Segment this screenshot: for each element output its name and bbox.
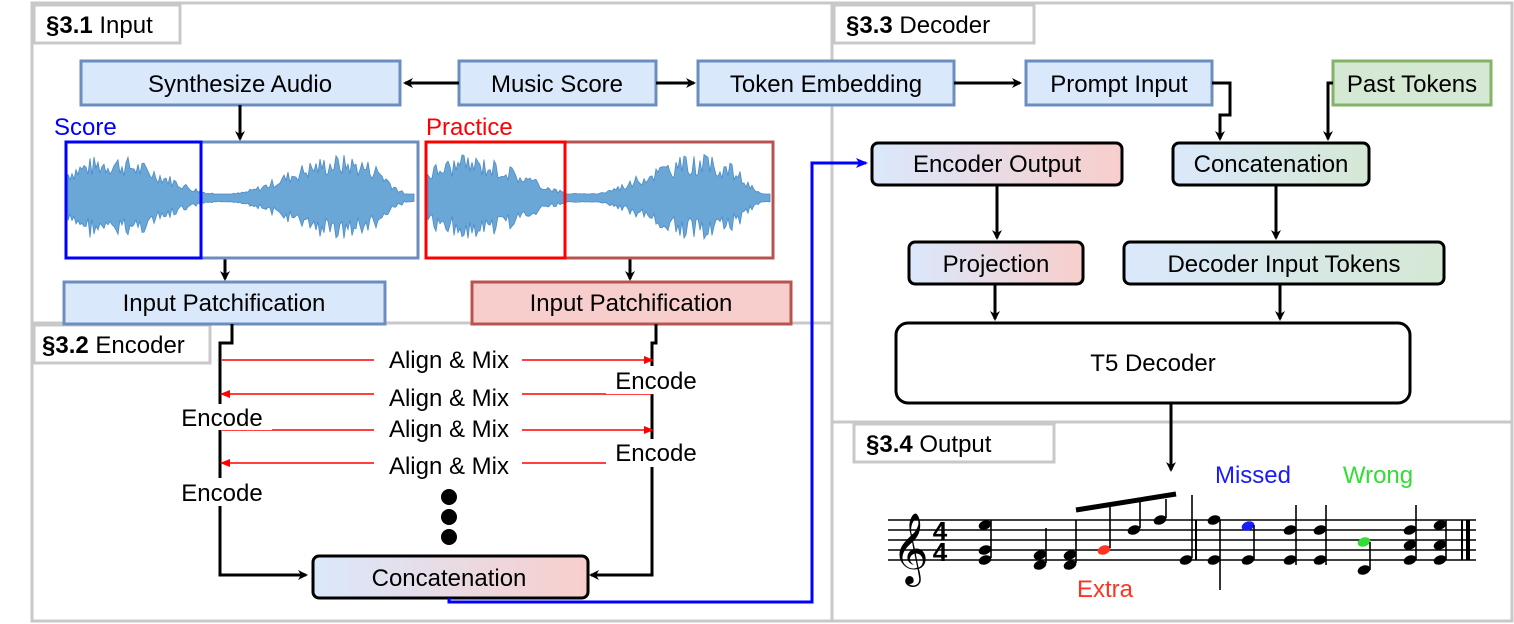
- right-panel: [830, 1, 1514, 623]
- encoder-streams: [218, 324, 658, 580]
- t5-decoder-box: T5 Decoder: [894, 321, 1412, 405]
- input-arrows: [220, 78, 1022, 281]
- svg-text:§3.1 Input: §3.1 Input: [46, 12, 153, 39]
- score-window: [64, 140, 203, 260]
- encoder-output-label: Encoder Output: [913, 151, 1081, 178]
- encoder-output-connector: [447, 158, 868, 604]
- wrong-note-head: [1357, 537, 1371, 547]
- encoder-concatenation-label: Concatenation: [372, 565, 527, 592]
- note-head: [1207, 555, 1221, 565]
- encode-labels: Encode Encode Encode Encode: [172, 366, 706, 507]
- note-beam: [1075, 491, 1177, 513]
- note-head: [1063, 550, 1077, 560]
- score-label: Score: [54, 114, 117, 141]
- missed-note-head: [1241, 521, 1255, 531]
- synthesize-audio-label: Synthesize Audio: [148, 71, 332, 98]
- past-tokens-label: Past Tokens: [1347, 71, 1477, 98]
- note-head: [1433, 555, 1447, 565]
- note-head: [1153, 515, 1167, 525]
- svg-text:§3.3 Decoder: §3.3 Decoder: [846, 12, 990, 39]
- practice-waveform-path: [427, 153, 771, 241]
- ellipsis-dots: [441, 489, 457, 545]
- note-head: [1313, 555, 1327, 565]
- decoder-input-tokens-label: Decoder Input Tokens: [1167, 251, 1400, 278]
- decoder-input-tokens-box: Decoder Input Tokens: [1122, 240, 1446, 286]
- time-signature-bottom: 4: [933, 537, 948, 567]
- extra-label: Extra: [1077, 576, 1134, 603]
- synthesize-audio-box: Synthesize Audio: [79, 59, 402, 107]
- t5-decoder-label: T5 Decoder: [1090, 350, 1215, 377]
- note-head: [978, 545, 992, 555]
- note-head: [1241, 555, 1255, 565]
- align-mix-label: Align & Mix: [389, 347, 509, 374]
- section-label-output: §3.4 Output: [852, 422, 1056, 464]
- treble-clef-icon: 𝄞: [892, 513, 929, 587]
- decoder-arrows: [990, 81, 1333, 472]
- svg-text:§3.4 Output: §3.4 Output: [866, 431, 992, 458]
- patchification-right-label: Input Patchification: [530, 290, 733, 317]
- projection-label: Projection: [943, 251, 1050, 278]
- align-mix-label: Align & Mix: [389, 416, 509, 443]
- wrong-label: Wrong: [1343, 462, 1413, 489]
- note-head: [1433, 520, 1447, 530]
- decoder-concatenation-box: Concatenation: [1171, 141, 1371, 187]
- note-head: [1207, 515, 1221, 525]
- practice-waveform: [424, 140, 775, 260]
- music-score-label: Music Score: [491, 71, 623, 98]
- prompt-input-label: Prompt Input: [1050, 71, 1188, 98]
- time-signature-top: 4: [933, 516, 948, 546]
- patchification-right-box: Input Patchification: [470, 280, 793, 326]
- note-head: [1403, 555, 1417, 565]
- encode-label-left: Encode: [181, 480, 262, 507]
- patchification-left-box: Input Patchification: [62, 280, 387, 326]
- practice-label: Practice: [426, 114, 513, 141]
- svg-text:§3.2 Encoder: §3.2 Encoder: [42, 332, 185, 359]
- note-head: [978, 520, 992, 530]
- music-score-box: Music Score: [457, 59, 658, 107]
- decoder-concatenation-label: Concatenation: [1194, 151, 1349, 178]
- section-label-decoder: §3.3 Decoder: [832, 3, 1036, 45]
- music-notes: [978, 491, 1447, 590]
- encoder-output-box: Encoder Output: [870, 141, 1124, 187]
- note-head: [1033, 550, 1047, 560]
- practice-window: [424, 140, 567, 260]
- encoder-concatenation-box: Concatenation: [311, 554, 590, 600]
- note-head: [1357, 565, 1371, 575]
- note-head: [1179, 555, 1193, 565]
- missed-label: Missed: [1215, 462, 1291, 489]
- note-head: [1127, 525, 1141, 535]
- extra-note-head: [1097, 545, 1111, 555]
- note-head: [1403, 540, 1417, 550]
- align-mix-label: Align & Mix: [389, 453, 509, 480]
- note-head: [1403, 525, 1417, 535]
- align-mix-labels: Align & Mix Align & Mix Align & Mix Alig…: [389, 347, 509, 480]
- score-waveform-path: [67, 154, 415, 239]
- projection-box: Projection: [907, 240, 1085, 286]
- score-waveform: [64, 140, 420, 260]
- note-head: [1033, 560, 1047, 570]
- encode-label-right: Encode: [615, 440, 696, 467]
- note-head: [1313, 525, 1327, 535]
- note-head: [1063, 560, 1077, 570]
- section-label-input: §3.1 Input: [32, 3, 182, 45]
- encode-label-left: Encode: [181, 405, 262, 432]
- encode-label-right: Encode: [615, 368, 696, 395]
- note-head: [978, 555, 992, 565]
- token-embedding-box: Token Embedding: [696, 59, 956, 107]
- note-head: [1433, 540, 1447, 550]
- align-mix-label: Align & Mix: [389, 385, 509, 412]
- music-staff: 𝄞 4 4: [888, 491, 1476, 590]
- note-head: [1283, 525, 1297, 535]
- patchification-left-label: Input Patchification: [123, 290, 326, 317]
- token-embedding-label: Token Embedding: [730, 71, 922, 98]
- past-tokens-box: Past Tokens: [1331, 59, 1493, 107]
- note-head: [1283, 555, 1297, 565]
- section-label-encoder: §3.2 Encoder: [32, 323, 212, 365]
- prompt-input-box: Prompt Input: [1024, 59, 1214, 107]
- staff-lines: [888, 519, 1476, 561]
- final-repeat-bar: [1461, 520, 1470, 560]
